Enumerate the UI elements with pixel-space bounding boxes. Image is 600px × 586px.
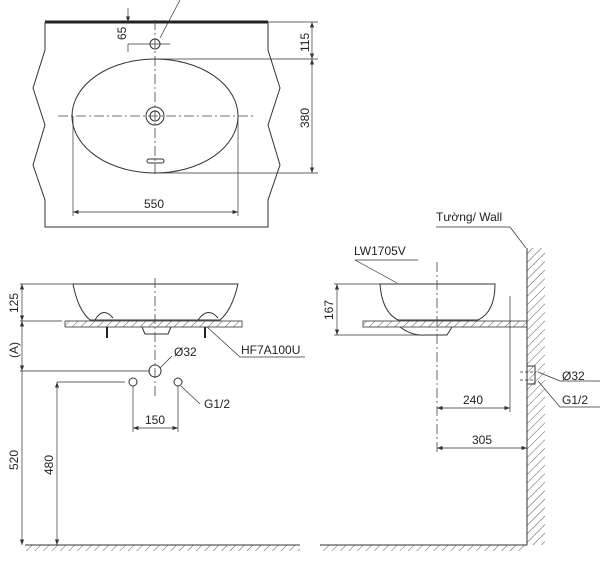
label-model: LW1705V [354,244,406,258]
dim-height: 167 [322,300,336,320]
label-waste: Ø32 [174,345,197,359]
label-bracket: HF7A100U [241,343,300,357]
front-view: 125 (A) 520 480 150 Ø32 G1/2 HF7A100U [7,278,305,551]
dim-a: (A) [7,342,21,358]
dim-basin-height: 125 [7,293,21,313]
side-label-waste: Ø32 [562,369,585,383]
side-view: Tường/ Wall LW1705V 167 240 305 Ø32 G1/2 [320,210,600,551]
label-supply: G1/2 [204,397,230,411]
dim-supply-spacing: 150 [145,413,165,427]
dim-center-305: 305 [472,433,492,447]
dim-basin-depth: 380 [298,108,312,128]
side-label-supply: G1/2 [562,393,588,407]
dim-basin-width: 550 [144,197,164,211]
dim-back-to-basin: 115 [298,33,312,52]
dim-tap-offset: 65 [115,26,129,40]
label-wall: Tường/ Wall [436,210,502,224]
top-view: 65 115 380 550 [32,0,318,228]
dim-supply-height: 480 [42,455,56,475]
dim-waste-height: 520 [7,450,21,470]
dim-center-240: 240 [463,393,483,407]
